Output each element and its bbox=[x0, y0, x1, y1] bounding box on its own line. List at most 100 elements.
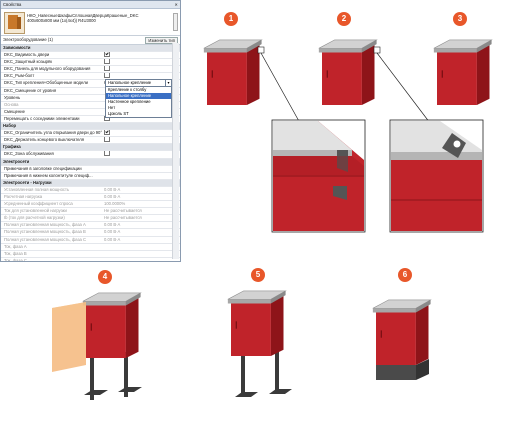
type-line: 400х600х800 мм (1х(4х4)) R4U3000 bbox=[27, 18, 96, 23]
instance-selector[interactable]: Электрооборудование (1) Изменить тип bbox=[1, 36, 180, 45]
property-label: Зависимости bbox=[3, 45, 31, 50]
property-value[interactable]: Не рассчитывается bbox=[104, 215, 142, 221]
property-group-header[interactable]: Набор bbox=[1, 123, 180, 131]
property-value[interactable]: 100.0000% bbox=[104, 201, 126, 207]
property-value[interactable]: Не рассчитывается bbox=[104, 208, 142, 214]
property-label: Ток, фаза A bbox=[4, 243, 27, 249]
property-row[interactable]: Смещение bbox=[1, 109, 180, 116]
property-value[interactable]: 0.00 В·А bbox=[104, 186, 121, 192]
property-checkbox[interactable] bbox=[104, 66, 110, 72]
property-label: Полная установленная мощность, фаза B bbox=[4, 229, 86, 235]
property-label: DKC_Смещение от уровня bbox=[4, 87, 57, 93]
property-label: Расчетная нагрузка bbox=[4, 193, 43, 199]
step-marker: 2 bbox=[337, 12, 351, 26]
property-value[interactable]: 0.00 В·А bbox=[104, 229, 121, 235]
property-row[interactable]: Ток, фаза B bbox=[1, 251, 180, 258]
property-row[interactable]: Ib (ток для расчетной нагрузки)Не рассчи… bbox=[1, 215, 180, 223]
type-name: НКО_НавесныеШкафыСплошнаяДверцаКрашеные_… bbox=[27, 13, 157, 23]
property-label: Примечания в заголовке спецификации bbox=[4, 165, 82, 171]
property-value[interactable]: 0.00 В·А bbox=[104, 193, 121, 199]
cabinet-1 bbox=[203, 39, 263, 106]
type-selector-scroll[interactable] bbox=[173, 13, 178, 31]
property-row[interactable]: DKC_Зона обслуживания bbox=[1, 151, 180, 159]
property-row[interactable]: DKC_Ограничитель угла открывания двери д… bbox=[1, 130, 180, 138]
property-row[interactable]: Ток для установленной нагрузки Не рассчит… bbox=[1, 208, 180, 216]
property-checkbox[interactable] bbox=[104, 137, 110, 143]
property-label: Графика bbox=[3, 144, 21, 150]
close-icon[interactable]: ✕ bbox=[174, 2, 178, 7]
property-group-header[interactable]: Зависимости bbox=[1, 45, 180, 53]
property-row[interactable]: DKC_Панель для модульного оборудования bbox=[1, 66, 180, 74]
cabinet-6-with-plinth bbox=[372, 299, 432, 380]
property-label: Примечания в нижнем колонтитуле специф..… bbox=[4, 172, 93, 178]
property-group-header[interactable]: Электросети bbox=[1, 158, 180, 166]
property-group-header[interactable]: Графика bbox=[1, 144, 180, 152]
property-row[interactable]: Полная установленная мощность, фаза A 0.0… bbox=[1, 222, 180, 230]
property-row[interactable]: DKC_Смещение от уровня bbox=[1, 88, 180, 95]
property-label: DKC_Защитный козырёк bbox=[4, 59, 53, 65]
chevron-down-icon[interactable]: ▾ bbox=[165, 80, 171, 86]
property-label: DKC_Рым-болт bbox=[4, 73, 35, 79]
dropdown-option[interactable]: Нет bbox=[108, 105, 116, 110]
dropdown-current[interactable]: Напольное крепление ▾ bbox=[106, 80, 171, 87]
dropdown-option[interactable]: Настенное крепление bbox=[108, 99, 151, 104]
mount-type-dropdown[interactable]: Напольное крепление ▾ Крепление к столбу… bbox=[105, 79, 172, 118]
property-label: Электросети bbox=[3, 158, 30, 164]
property-checkbox[interactable] bbox=[104, 130, 110, 136]
property-label: Смещение bbox=[4, 108, 25, 114]
dropdown-option[interactable]: Крепление к столбу bbox=[108, 87, 147, 92]
step-marker: 6 bbox=[398, 268, 412, 282]
instance-filter[interactable]: Электрооборудование (1) bbox=[3, 37, 53, 42]
property-label: Полная установленная мощность, фаза A bbox=[4, 222, 86, 228]
property-row[interactable]: Ток, фаза C bbox=[1, 258, 180, 261]
properties-panel: Свойства ✕ НКО_НавесныеШкафыСплошнаяДвер… bbox=[0, 0, 181, 262]
property-label: DKC_Панель для модульного оборудования bbox=[4, 66, 91, 72]
property-row[interactable]: DKC_Держатель концевого выключателя bbox=[1, 137, 180, 145]
property-row[interactable]: Основа bbox=[1, 102, 180, 109]
step-marker: 1 bbox=[224, 12, 238, 26]
property-row[interactable]: Уровень bbox=[1, 95, 180, 102]
step-marker: 3 bbox=[453, 12, 467, 26]
property-row[interactable]: DKC_Видимость двери bbox=[1, 52, 180, 60]
dropdown-option[interactable]: Цоколь ST bbox=[108, 111, 129, 116]
property-label: Перемещать с соседними элементами bbox=[4, 115, 80, 121]
property-label: DKC_Видимость двери bbox=[4, 52, 50, 58]
property-row[interactable]: DKC_Рым-болт bbox=[1, 73, 180, 81]
property-checkbox[interactable] bbox=[104, 52, 110, 58]
vertical-scrollbar[interactable] bbox=[172, 43, 179, 259]
cabinet-4-with-stand bbox=[52, 292, 142, 400]
property-label: DKC_Тип крепления+Обобщенные модели bbox=[4, 80, 88, 86]
step-marker: 5 bbox=[251, 268, 265, 282]
property-row[interactable]: DKC_Защитный козырёк bbox=[1, 59, 180, 67]
type-header[interactable]: НКО_НавесныеШкафыСплошнаяДверцаКрашеные_… bbox=[1, 9, 180, 36]
edit-type-button[interactable]: Изменить тип bbox=[145, 37, 178, 44]
property-value[interactable]: 0.00 В·А bbox=[104, 222, 121, 228]
type-line: НКО_НавесныеШкафыСплошнаяДверцаКрашеные_… bbox=[27, 13, 139, 18]
property-checkbox[interactable] bbox=[104, 115, 110, 121]
property-row[interactable]: Расчетная нагрузка 0.00 В·А bbox=[1, 193, 180, 202]
cabinet-3 bbox=[433, 39, 493, 106]
property-row[interactable]: Примечания в заголовке спецификации bbox=[1, 166, 180, 173]
property-row[interactable]: Ток, фаза A bbox=[1, 244, 180, 251]
property-label: DKC_Зона обслуживания bbox=[4, 151, 54, 157]
property-label: DKC_Держатель концевого выключателя bbox=[4, 137, 84, 143]
property-row[interactable]: Перемещать с соседними элементами bbox=[1, 115, 180, 124]
property-label: Уровень bbox=[4, 94, 21, 100]
property-row[interactable]: Полная установленная мощность, фаза B 0.0… bbox=[1, 229, 180, 237]
property-checkbox[interactable] bbox=[104, 59, 110, 65]
property-value[interactable]: 0.00 В·А bbox=[104, 236, 121, 242]
property-row[interactable]: Примечания в нижнем колонтитуле специф..… bbox=[1, 173, 180, 180]
property-checkbox[interactable] bbox=[104, 151, 110, 157]
cabinet-2 bbox=[318, 39, 378, 106]
property-group-header[interactable]: Электросети - Нагрузки bbox=[1, 179, 180, 187]
dropdown-option[interactable]: Напольное крепление bbox=[106, 93, 171, 99]
property-checkbox[interactable] bbox=[104, 73, 110, 79]
panel-title: Свойства bbox=[3, 2, 22, 7]
panel-title-bar: Свойства ✕ bbox=[1, 1, 180, 9]
property-label: Ток, фаза B bbox=[4, 250, 27, 256]
property-label: Ток для установленной нагрузки bbox=[4, 208, 67, 214]
